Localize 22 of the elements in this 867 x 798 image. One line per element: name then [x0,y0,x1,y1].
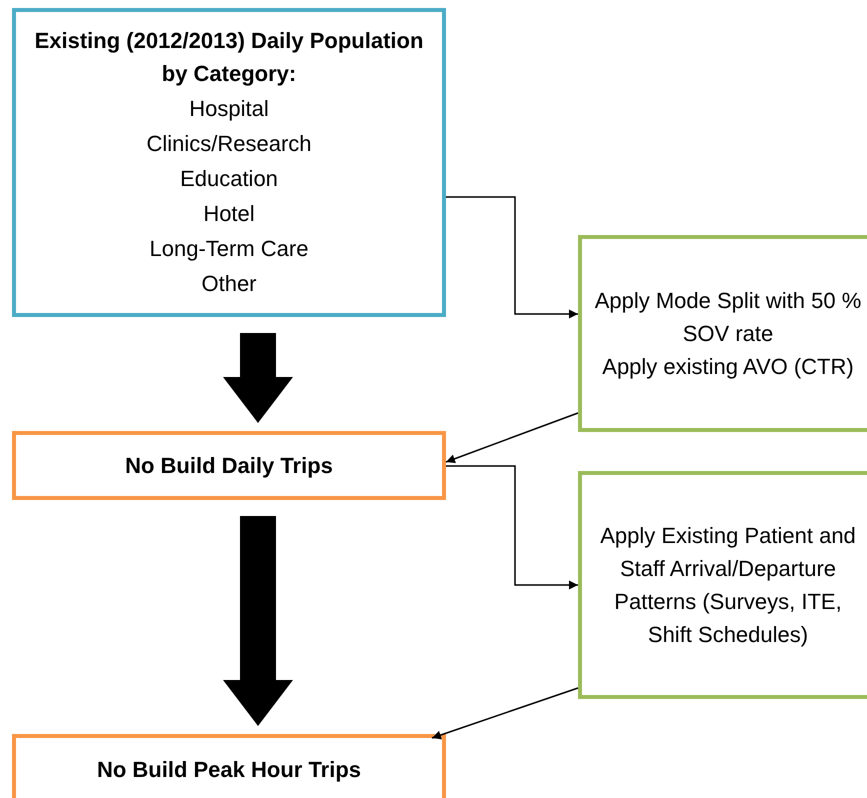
block-arrow [223,516,293,726]
box-text: Long-Term Care [150,235,308,263]
box-text: Hospital [189,95,269,123]
connector-arrow [446,196,578,318]
box-text: No Build Peak Hour Trips [96,756,362,784]
process-box [12,431,446,500]
block-arrow [223,333,293,423]
box-text: Education [180,165,278,193]
process-box [578,471,867,699]
process-box [12,8,446,317]
box-text: No Build Daily Trips [125,452,333,480]
process-box [12,734,446,798]
process-box [578,235,867,432]
box-text: Apply existing AVO (CTR) [602,353,854,381]
box-text: Other [201,270,257,298]
connector-arrow [446,465,578,590]
box-text: Clinics/Research [146,130,312,158]
box-text: Apply Existing Patient and Staff Arrival/Departure Patterns (Surveys, ITE, Shift Schedules) [599,522,857,649]
box-text: Apply Mode Split with 50 % SOV rate [594,287,862,348]
box-heading: Existing (2012/2013) Daily Population by Category: [34,27,424,88]
box-text: Hotel [203,200,255,228]
connector-arrow [446,412,578,464]
